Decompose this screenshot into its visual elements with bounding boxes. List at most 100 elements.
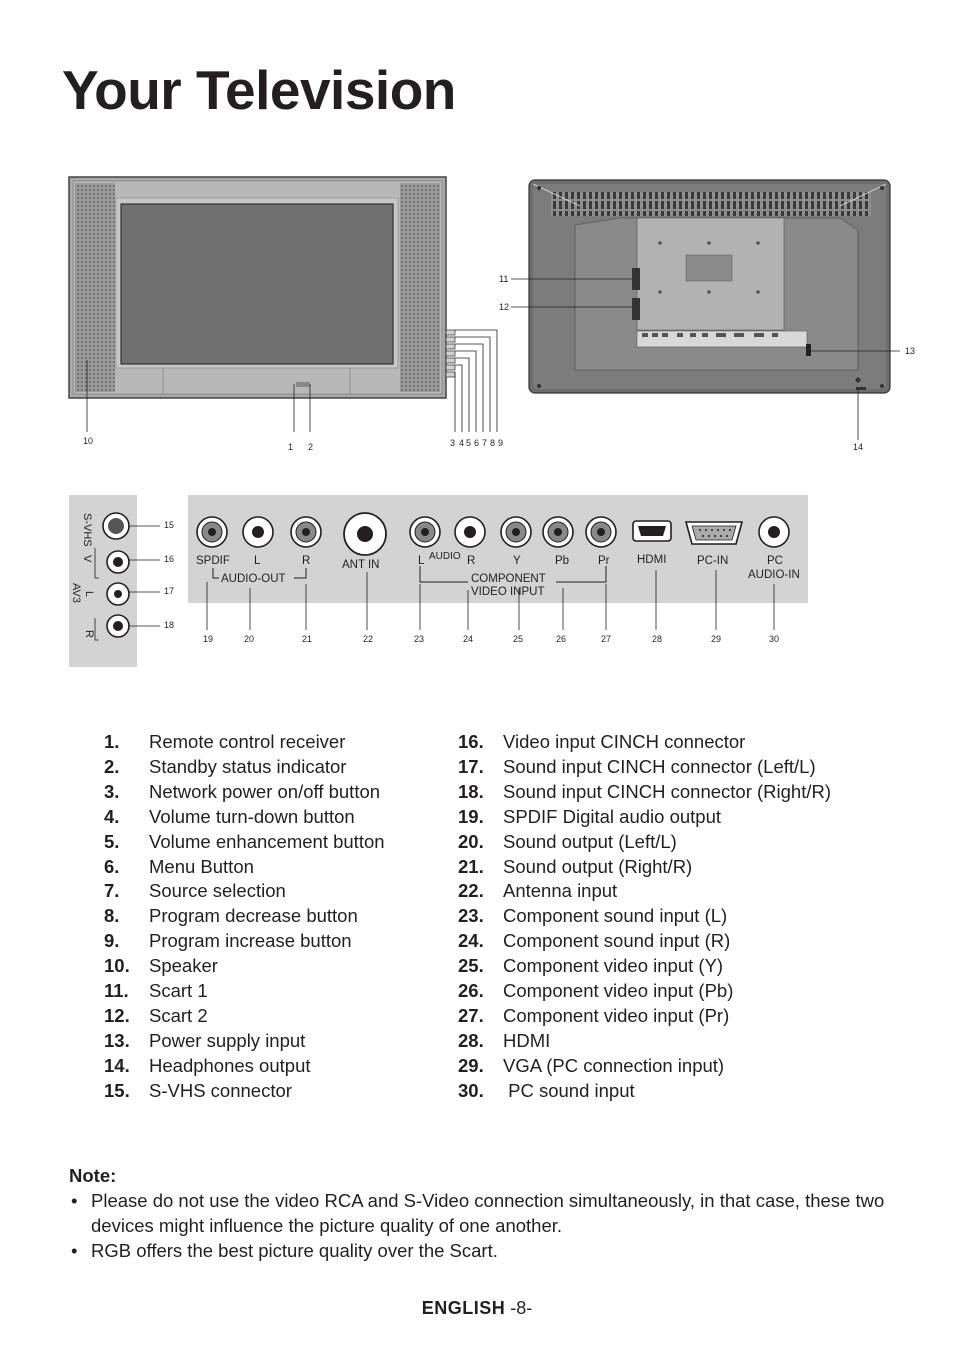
side-buttons [445, 329, 456, 378]
component-list-right: 16.Video input CINCH connector 17.Sound … [458, 730, 831, 1104]
page-title: Your Television [62, 59, 456, 121]
component-pb-jack [542, 516, 574, 548]
spdif-label: SPDIF [196, 555, 230, 567]
note-bullet: Please do not use the video RCA and S-Vi… [69, 1188, 899, 1238]
tv-front-view: 10 1 2 3 4 5 6 7 8 9 [68, 176, 503, 452]
list-item: 28.HDMI [458, 1029, 551, 1051]
list-item: 2.Standby status indicator [104, 755, 347, 777]
component-label: COMPONENT [471, 573, 546, 585]
list-item: 6.Menu Button [104, 855, 254, 877]
callout-9: 9 [498, 438, 503, 448]
audio-r-label: R [467, 555, 475, 567]
ant-in-label: ANT IN [342, 559, 380, 571]
callout-24: 24 [463, 634, 473, 644]
list-item: 7.Source selection [104, 880, 286, 902]
callout-26: 26 [556, 634, 566, 644]
component-list-left: 1.Remote control receiver 2.Standby stat… [104, 730, 385, 1104]
callout-30: 30 [769, 634, 779, 644]
list-item: 4.Volume turn-down button [104, 805, 355, 827]
callout-29: 29 [711, 634, 721, 644]
callout-2: 2 [308, 442, 313, 452]
list-item: 24.Component sound input (R) [458, 930, 731, 952]
callout-17: 17 [164, 586, 174, 596]
video-input-label: VIDEO INPUT [471, 586, 544, 598]
spdif-jack [196, 516, 228, 548]
side-av-panel: S-VHS V L AV3 R 15 16 17 18 [69, 495, 174, 667]
callout-13: 13 [905, 346, 915, 356]
pc-audio-in-jack [758, 516, 790, 548]
callout-8: 8 [490, 438, 495, 448]
callout-1: 1 [288, 442, 293, 452]
pc-in-label: PC-IN [697, 555, 728, 567]
list-item: 12.Scart 2 [104, 1004, 208, 1026]
callout-16: 16 [164, 554, 174, 564]
list-item: 27.Component video input (Pr) [458, 1004, 730, 1026]
footer-language: ENGLISH [421, 1298, 506, 1318]
list-item: 5.Volume enhancement button [104, 830, 385, 852]
list-item: 17.Sound input CINCH connector (Left/L) [458, 755, 816, 777]
pc-label: PC [767, 555, 783, 567]
callout-3: 3 [450, 438, 455, 448]
callout-12: 12 [499, 302, 509, 312]
list-item: 16.Video input CINCH connector [458, 731, 746, 752]
callout-10: 10 [83, 436, 93, 446]
r-label: R [83, 630, 95, 638]
audio-out-l-label: L [254, 555, 261, 567]
list-item: 1.Remote control receiver [104, 731, 346, 752]
pb-label: Pb [555, 555, 569, 567]
right-speaker-grille [400, 183, 440, 392]
svhs-label: S-VHS [81, 513, 93, 547]
list-item: 14.Headphones output [104, 1054, 311, 1076]
l-label: L [83, 591, 95, 597]
vga-port [684, 521, 744, 545]
rca-jacks [196, 512, 790, 556]
callout-27: 27 [601, 634, 611, 644]
callout-23: 23 [414, 634, 424, 644]
note-title: Note: [69, 1165, 117, 1186]
component-audio-r-jack [454, 516, 486, 548]
callout-14: 14 [853, 442, 863, 452]
callout-19: 19 [203, 634, 213, 644]
callout-4: 4 [459, 438, 464, 448]
list-item: 8.Program decrease button [104, 905, 358, 927]
ant-in-jack [343, 512, 387, 556]
list-item: 11.Scart 1 [104, 980, 208, 1002]
v-label: V [81, 555, 93, 563]
list-item: 30. PC sound input [458, 1079, 635, 1101]
note-bullet: RGB offers the best picture quality over… [69, 1238, 899, 1263]
list-item: 13.Power supply input [104, 1029, 306, 1051]
component-y-jack [500, 516, 532, 548]
list-item: 19.SPDIF Digital audio output [458, 805, 722, 827]
callout-6: 6 [474, 438, 479, 448]
callout-18: 18 [164, 620, 174, 630]
callout-5: 5 [466, 438, 471, 448]
list-item: 22.Antenna input [458, 880, 618, 902]
component-pr-jack [585, 516, 617, 548]
audio-out-l-jack [242, 516, 274, 548]
page-number: -8- [505, 1298, 533, 1318]
pr-label: Pr [598, 555, 610, 567]
audio-l-label: L [418, 555, 425, 567]
av3-label: AV3 [70, 583, 82, 603]
list-item: 23.Component sound input (L) [458, 905, 728, 927]
list-item: 26.Component video input (Pb) [458, 980, 734, 1002]
audio-out-r-label: R [302, 555, 310, 567]
callout-25: 25 [513, 634, 523, 644]
audio-label: AUDIO [429, 551, 461, 562]
list-item: 3.Network power on/off button [104, 780, 381, 802]
audio-in-label: AUDIO-IN [748, 569, 800, 581]
list-item: 9.Program increase button [104, 930, 352, 952]
audio-out-label: AUDIO-OUT [221, 573, 286, 585]
callout-20: 20 [244, 634, 254, 644]
callout-21: 21 [302, 634, 312, 644]
list-item: 15.S-VHS connector [104, 1079, 292, 1101]
list-item: 21.Sound output (Right/R) [458, 855, 693, 877]
y-label: Y [513, 555, 521, 567]
tv-back-view: 11 12 13 14 [499, 179, 915, 452]
callout-28: 28 [652, 634, 662, 644]
list-item: 10.Speaker [104, 955, 218, 977]
callout-22: 22 [363, 634, 373, 644]
note-section: Note: Please do not use the video RCA an… [69, 1163, 899, 1263]
tv-diagram: 10 1 2 3 4 5 6 7 8 9 [68, 176, 915, 667]
list-item: 29.VGA (PC connection input) [458, 1054, 725, 1076]
